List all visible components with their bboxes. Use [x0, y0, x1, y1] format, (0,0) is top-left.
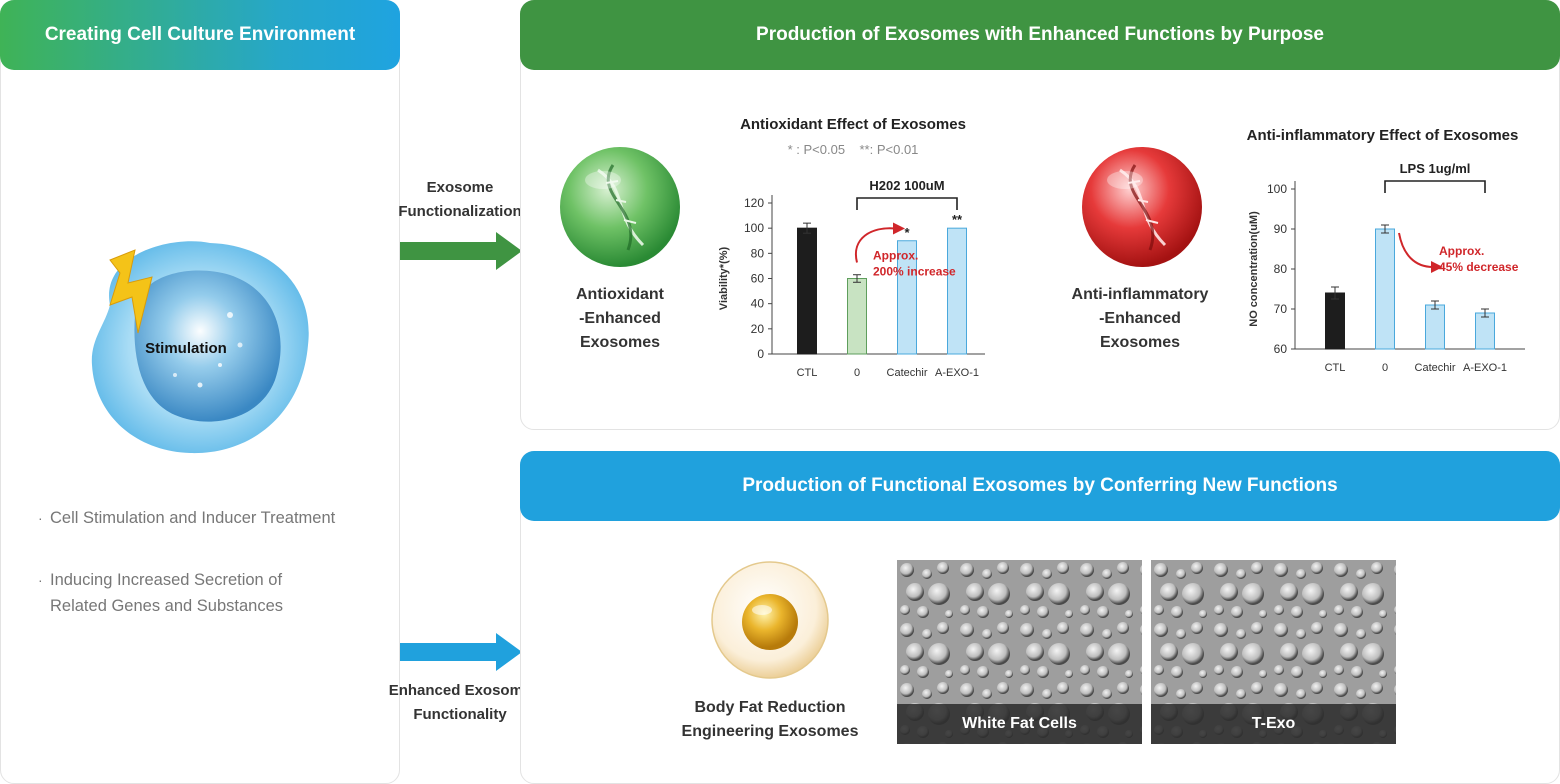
bullet-item: · Cell Stimulation and Inducer Treatment [38, 509, 336, 527]
bar [1475, 312, 1495, 350]
x-tick-label: CTL [1325, 362, 1346, 374]
x-tick-label: CTL [797, 367, 818, 379]
bar [847, 278, 867, 355]
bar [1325, 292, 1345, 350]
antioxidant-dna-orb-icon [560, 147, 680, 267]
y-axis-label: Viability*(%) [718, 246, 730, 310]
x-tick-label: Catechir [887, 367, 928, 379]
annotation-line: 200% increase [873, 265, 956, 279]
t-exo-image: T-Exo [1151, 560, 1396, 744]
fat-reduction-orb-icon [711, 561, 829, 679]
anti-inflammatory-bar-chart: 60 70 80 90 100 NO concentration(uM) CTL 0 Catec… [1248, 161, 1525, 374]
annotation-line: Approx. [873, 249, 918, 263]
top-panel-title: Production of Exosomes with Enhanced Fun… [520, 0, 1560, 70]
significance-marker: ** [952, 212, 963, 227]
antioxidant-orb-label: Antioxidant -Enhanced Exosomes [576, 286, 664, 351]
significance-marker: * [904, 225, 910, 240]
x-tick-label: 0 [1382, 362, 1388, 374]
y-axis-label: NO concentration(uM) [1248, 211, 1260, 327]
y-tick-label: 80 [1274, 262, 1288, 276]
bar [1375, 228, 1395, 350]
bar [897, 240, 917, 355]
stimulation-label: Stimulation [145, 340, 227, 357]
increase-arrow [854, 227, 896, 263]
bar [947, 227, 967, 355]
photo-caption: T-Exo [1151, 704, 1396, 744]
fat-reduction-orb-label: Body Fat Reduction Engineering Exosomes [681, 699, 859, 740]
y-tick-label: 80 [751, 246, 765, 260]
decrease-arrowhead [1431, 261, 1443, 273]
y-tick-label: 60 [751, 272, 765, 286]
increase-arrowhead [893, 222, 905, 235]
bracket-label: LPS 1ug/ml [1400, 161, 1471, 176]
y-tick-label: 100 [744, 221, 764, 235]
treatment-bracket [856, 197, 958, 210]
photo-caption: White Fat Cells [897, 704, 1142, 744]
annotation-line: 45% decrease [1439, 260, 1519, 274]
y-tick-label: 40 [751, 297, 765, 311]
anti-inflammatory-chart-title: Anti-inflammatory Effect of Exosomes [1246, 127, 1519, 144]
bar [1425, 304, 1445, 350]
y-tick-label: 0 [757, 347, 764, 361]
treatment-bracket [1384, 180, 1486, 193]
y-tick-label: 90 [1274, 222, 1288, 236]
antioxidant-chart-title: Antioxidant Effect of Exosomes [740, 116, 966, 133]
annotation-line: Approx. [1439, 244, 1484, 258]
x-tick-label: 0 [854, 367, 860, 379]
x-tick-label: Catechir [1415, 362, 1456, 374]
x-tick-label: A-EXO-1 [1463, 362, 1507, 374]
y-tick-label: 70 [1274, 302, 1288, 316]
bullet-item: · Inducing Increased Secretion of Relate… [38, 571, 283, 615]
x-tick-label: A-EXO-1 [935, 367, 979, 379]
bracket-label: H202 100uM [869, 178, 944, 193]
y-tick-label: 120 [744, 196, 764, 210]
y-tick-label: 60 [1274, 342, 1288, 356]
y-tick-label: 20 [751, 322, 765, 336]
decrease-arrow [1398, 232, 1434, 268]
left-panel-title: Creating Cell Culture Environment [0, 0, 400, 70]
green-arrow-icon [400, 232, 522, 270]
blue-arrow-icon [400, 633, 522, 671]
stimulated-cell-illustration [91, 241, 309, 454]
bottom-panel-title: Production of Functional Exosomes by Con… [520, 451, 1560, 521]
significance-note: * : P<0.05 **: P<0.01 [787, 142, 919, 157]
anti-inflammatory-orb-label: Anti-inflammatory -Enhanced Exosomes [1071, 286, 1209, 351]
y-tick-label: 100 [1267, 182, 1287, 196]
bar [797, 227, 817, 355]
white-fat-cells-image: White Fat Cells [897, 560, 1142, 744]
anti-inflammatory-dna-orb-icon [1082, 147, 1202, 267]
